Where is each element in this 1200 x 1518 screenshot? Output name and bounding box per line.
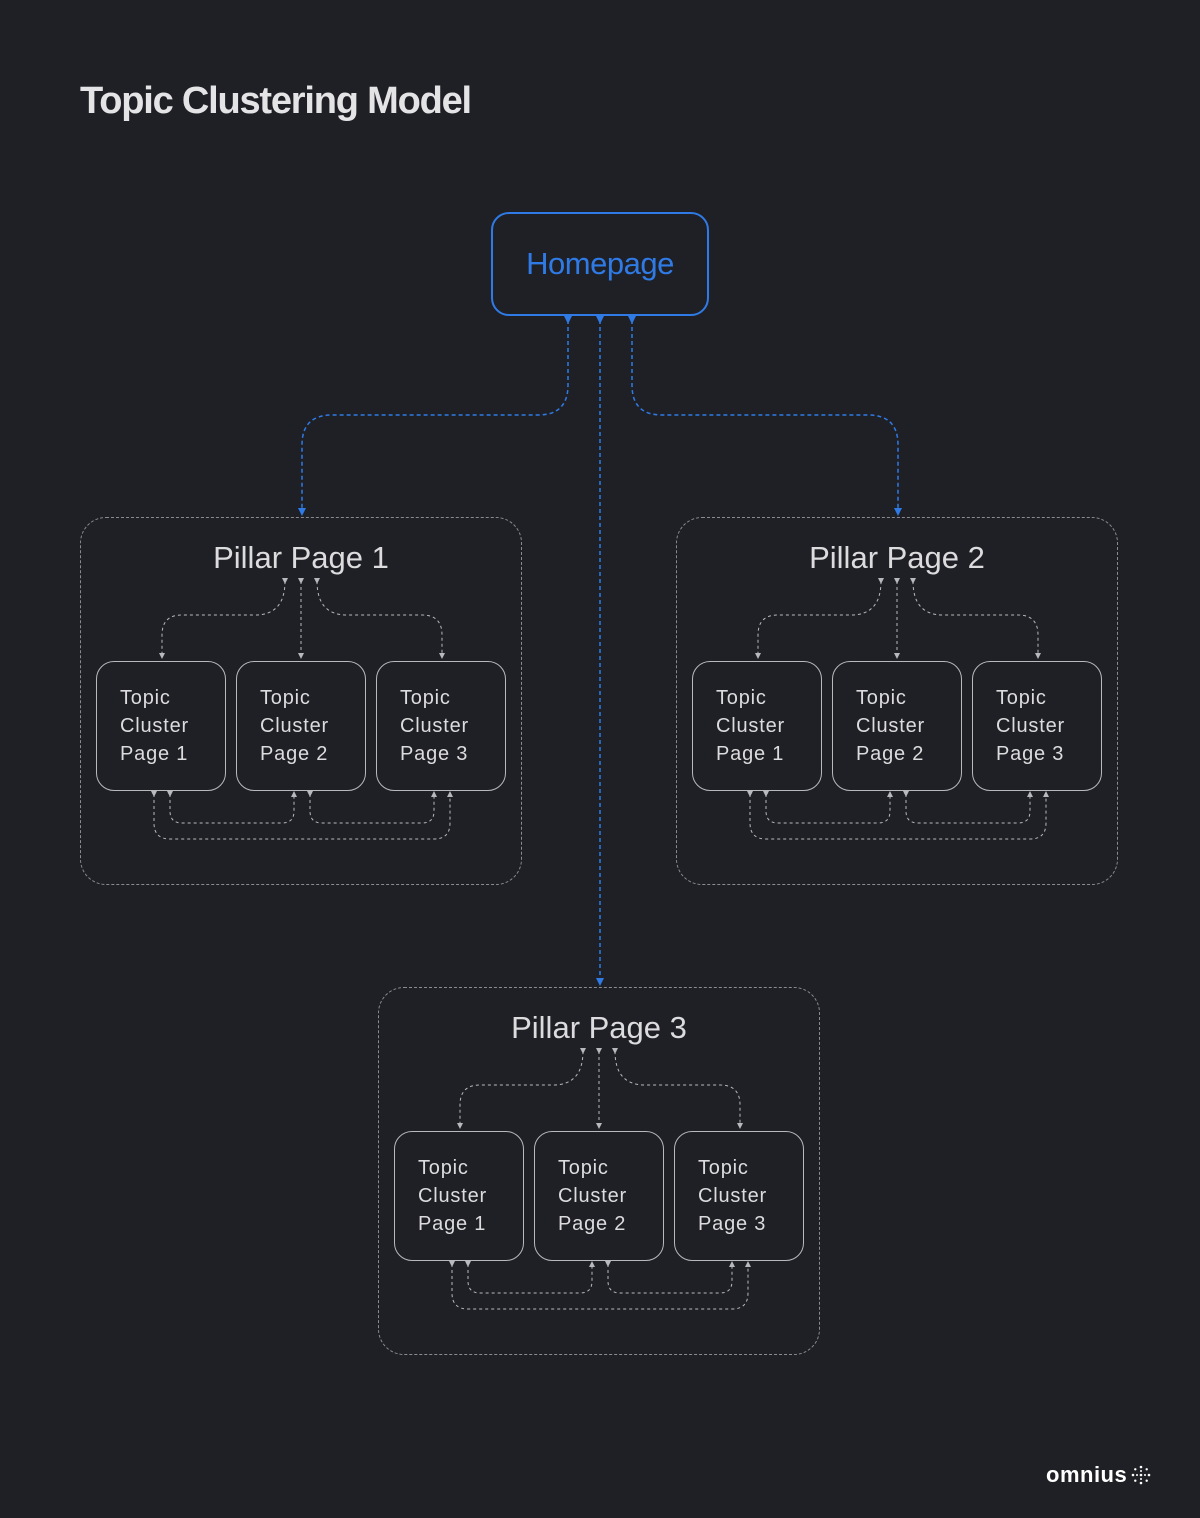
card-line: Cluster bbox=[698, 1185, 767, 1207]
topic-cluster-card: Topic Cluster Page 3 bbox=[972, 661, 1102, 791]
card-line: Topic bbox=[120, 687, 171, 709]
card-line: Cluster bbox=[558, 1185, 627, 1207]
card-line: Topic bbox=[558, 1157, 609, 1179]
card-line: Topic bbox=[418, 1157, 469, 1179]
brand-logo: omnius bbox=[1046, 1462, 1151, 1488]
diagram-title: Topic Clustering Model bbox=[80, 80, 472, 122]
link-home-pillar-1 bbox=[298, 316, 572, 516]
card-line: Page 2 bbox=[558, 1213, 627, 1235]
card-line: Cluster bbox=[260, 715, 329, 737]
topic-cluster-card: Topic Cluster Page 3 bbox=[376, 661, 506, 791]
card-line: Page 2 bbox=[856, 743, 925, 765]
card-line: Page 2 bbox=[260, 743, 329, 765]
pillar-group-3: Pillar Page 3 Topic Cluster Page 1 Topic… bbox=[378, 987, 820, 1355]
card-line: Page 3 bbox=[400, 743, 469, 765]
link-home-pillar-2 bbox=[628, 316, 902, 516]
card-line: Cluster bbox=[856, 715, 925, 737]
homepage-node: Homepage bbox=[491, 212, 709, 316]
topic-cluster-card: Topic Cluster Page 1 bbox=[394, 1131, 524, 1261]
card-line: Topic bbox=[856, 687, 907, 709]
topic-cluster-card: Topic Cluster Page 2 bbox=[832, 661, 962, 791]
card-line: Topic bbox=[698, 1157, 749, 1179]
pillar-group-2: Pillar Page 2 Topic Cluster Page 1 Topic… bbox=[676, 517, 1118, 885]
brand-wordmark: omnius bbox=[1046, 1462, 1128, 1487]
card-line: Cluster bbox=[418, 1185, 487, 1207]
topic-cluster-card: Topic Cluster Page 2 bbox=[236, 661, 366, 791]
card-line: Page 1 bbox=[418, 1213, 487, 1235]
pillar-title: Pillar Page 3 bbox=[511, 1010, 687, 1045]
topic-cluster-card: Topic Cluster Page 1 bbox=[692, 661, 822, 791]
card-line: Topic bbox=[260, 687, 311, 709]
pillar-group-1: Pillar Page 1 Topic Cluster Page 1 Topic… bbox=[80, 517, 522, 885]
card-line: Topic bbox=[996, 687, 1047, 709]
card-line: Page 3 bbox=[996, 743, 1065, 765]
card-line: Topic bbox=[716, 687, 767, 709]
topic-cluster-card: Topic Cluster Page 3 bbox=[674, 1131, 804, 1261]
card-line: Page 1 bbox=[716, 743, 785, 765]
topic-cluster-card: Topic Cluster Page 2 bbox=[534, 1131, 664, 1261]
card-line: Cluster bbox=[996, 715, 1065, 737]
card-line: Cluster bbox=[716, 715, 785, 737]
card-line: Cluster bbox=[400, 715, 469, 737]
card-line: Cluster bbox=[120, 715, 189, 737]
topic-cluster-card: Topic Cluster Page 1 bbox=[96, 661, 226, 791]
pillar-title: Pillar Page 1 bbox=[213, 540, 389, 575]
card-line: Topic bbox=[400, 687, 451, 709]
card-line: Page 1 bbox=[120, 743, 189, 765]
sparkle-dots-icon bbox=[1131, 1465, 1151, 1485]
card-line: Page 3 bbox=[698, 1213, 767, 1235]
pillar-title: Pillar Page 2 bbox=[809, 540, 985, 575]
